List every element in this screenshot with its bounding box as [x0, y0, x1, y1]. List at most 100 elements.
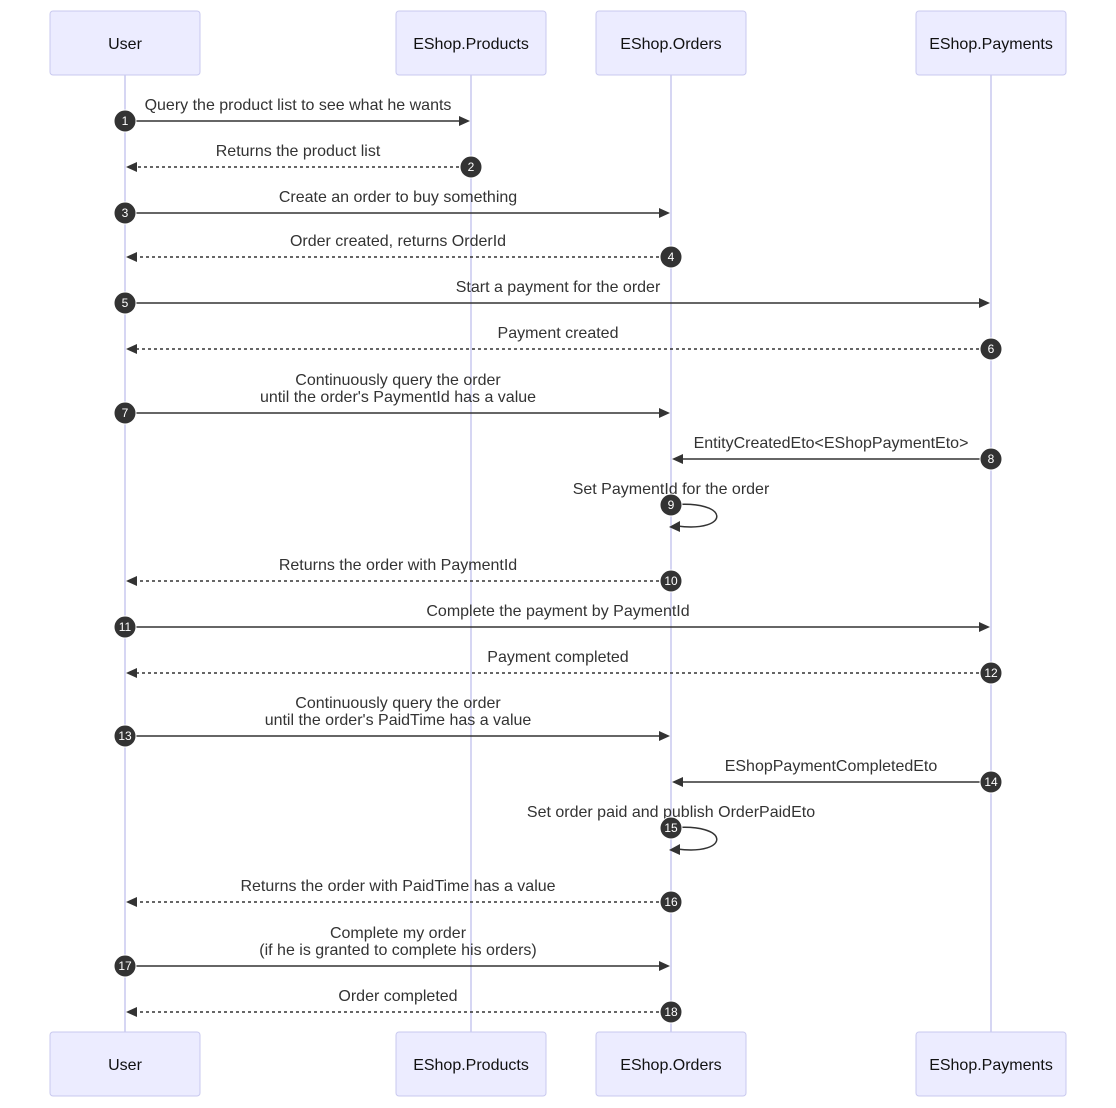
- sequence-number-badge: 1: [113, 109, 137, 133]
- arrowhead: [459, 116, 470, 126]
- badge-number: 9: [668, 498, 675, 512]
- messages: Query the product list to see what he wa…: [113, 97, 1003, 1024]
- badge-number: 1: [122, 114, 129, 128]
- badge-circle: [659, 569, 683, 593]
- message-label: Start a payment for the order: [456, 279, 661, 296]
- message-label: Payment completed: [487, 649, 628, 666]
- badge-circle: [113, 109, 137, 133]
- badge-circle: [113, 201, 137, 225]
- badge-circle: [659, 816, 683, 840]
- badge-circle: [113, 954, 137, 978]
- sequence-number-badge: 18: [659, 1000, 683, 1024]
- badge-number: 4: [668, 250, 675, 264]
- actor-box: [395, 10, 547, 76]
- arrowhead: [672, 454, 683, 464]
- sequence-number-badge: 15: [659, 816, 683, 840]
- sequence-number-badge: 9: [659, 493, 683, 517]
- sequence-number-badge: 12: [979, 661, 1003, 685]
- arrowhead: [669, 521, 680, 532]
- sequence-number-badge: 5: [113, 291, 137, 315]
- message-16: Returns the order with PaidTime has a va…: [126, 878, 683, 914]
- actor-payments-top: EShop.Payments: [915, 10, 1067, 76]
- actor-box: [915, 1031, 1067, 1097]
- arrowhead: [126, 162, 137, 172]
- message-label: Complete the payment by PaymentId: [426, 603, 689, 620]
- badge-circle: [979, 770, 1003, 794]
- message-11: Complete the payment by PaymentId 11: [113, 603, 990, 639]
- message-label: Set order paid and publish OrderPaidEto: [527, 804, 815, 821]
- badge-number: 11: [119, 620, 132, 634]
- lifelines: [124, 75, 992, 1032]
- badge-number: 3: [122, 206, 129, 220]
- actor-label: User: [108, 36, 142, 53]
- message-label: EShopPaymentCompletedEto: [725, 758, 938, 775]
- arrowhead: [659, 208, 670, 218]
- sequence-number-badge: 3: [113, 201, 137, 225]
- actor-box: [49, 1031, 201, 1097]
- message-label: Continuously query the order: [295, 695, 501, 712]
- message-6: Payment created 6: [126, 325, 1003, 361]
- message-label: Returns the order with PaymentId: [279, 557, 517, 574]
- badge-circle: [113, 724, 137, 748]
- message-label: Payment created: [498, 325, 619, 342]
- badge-number: 15: [664, 821, 678, 835]
- badge-circle: [979, 661, 1003, 685]
- actor-box: [915, 10, 1067, 76]
- message-label: until the order's PaidTime has a value: [265, 712, 532, 729]
- sequence-number-badge: 2: [459, 155, 483, 179]
- arrowhead: [669, 844, 680, 855]
- message-1: Query the product list to see what he wa…: [113, 97, 470, 133]
- message-15: Set order paid and publish OrderPaidEto1…: [527, 804, 815, 855]
- badge-number: 2: [468, 160, 475, 174]
- badge-number: 5: [122, 296, 129, 310]
- message-label: Query the product list to see what he wa…: [145, 97, 452, 114]
- message-label: Returns the order with PaidTime has a va…: [240, 878, 555, 895]
- message-label: Order completed: [338, 988, 457, 1005]
- sequence-number-badge: 13: [113, 724, 137, 748]
- badge-number: 14: [984, 775, 998, 789]
- sequence-number-badge: 6: [979, 337, 1003, 361]
- actor-orders-top: EShop.Orders: [595, 10, 747, 76]
- arrowhead: [126, 576, 137, 586]
- badge-circle: [979, 447, 1003, 471]
- badge-circle: [659, 890, 683, 914]
- actor-user-top: User: [49, 10, 201, 76]
- badge-number: 13: [118, 729, 132, 743]
- message-5: Start a payment for the order 5: [113, 279, 990, 315]
- actor-box: [49, 10, 201, 76]
- arrowhead: [126, 252, 137, 262]
- arrowhead: [672, 777, 683, 787]
- message-10: Returns the order with PaymentId 10: [126, 557, 683, 593]
- arrowhead: [659, 408, 670, 418]
- badge-circle: [113, 615, 137, 639]
- actor-label: EShop.Payments: [929, 36, 1053, 53]
- sequence-number-badge: 10: [659, 569, 683, 593]
- badge-circle: [659, 1000, 683, 1024]
- actor-label: EShop.Orders: [620, 36, 721, 53]
- actor-payments-bottom: EShop.Payments: [915, 1031, 1067, 1097]
- sequence-number-badge: 17: [113, 954, 137, 978]
- arrowhead: [126, 668, 137, 678]
- badge-circle: [113, 291, 137, 315]
- message-label: until the order's PaymentId has a value: [260, 389, 536, 406]
- message-14: EShopPaymentCompletedEto 14: [672, 758, 1003, 794]
- badge-circle: [113, 401, 137, 425]
- message-label: Continuously query the order: [295, 372, 501, 389]
- arrowhead: [659, 961, 670, 971]
- actor-box: [595, 1031, 747, 1097]
- message-line: [670, 826, 718, 851]
- actor-label: EShop.Products: [413, 1057, 529, 1074]
- arrowhead: [126, 344, 137, 354]
- message-12: Payment completed 12: [126, 649, 1003, 685]
- message-3: Create an order to buy something 3: [113, 189, 670, 225]
- badge-circle: [659, 493, 683, 517]
- message-label: Create an order to buy something: [279, 189, 517, 206]
- sequence-number-badge: 4: [659, 245, 683, 269]
- actor-products-top: EShop.Products: [395, 10, 547, 76]
